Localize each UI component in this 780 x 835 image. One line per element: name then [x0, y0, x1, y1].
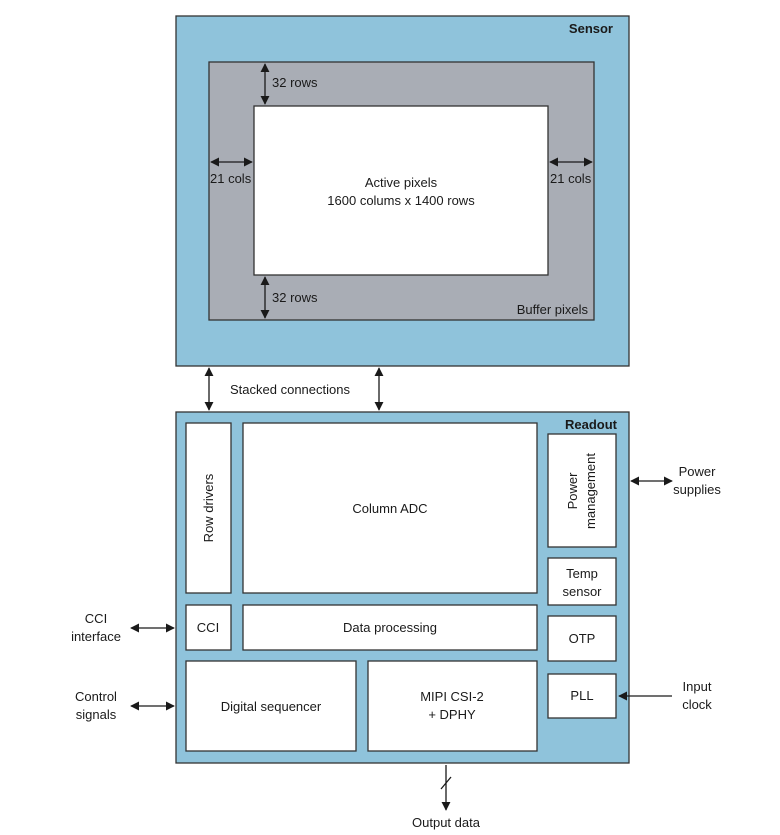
otp-block: OTP	[547, 615, 617, 662]
power-supplies-io: Power supplies	[630, 464, 721, 497]
stacked-connections: Stacked connections	[204, 367, 384, 411]
cci-block: CCI	[185, 604, 232, 651]
right-margin-label: 21 cols	[550, 171, 592, 186]
otp-label: OTP	[569, 631, 596, 646]
pll-label: PLL	[570, 688, 593, 703]
input-clock-label-line1: Input	[683, 679, 712, 694]
cci-label: CCI	[197, 620, 219, 635]
top-margin-label: 32 rows	[272, 75, 318, 90]
power-supplies-label-line1: Power	[679, 464, 717, 479]
buffer-pixels-label: Buffer pixels	[517, 302, 589, 317]
readout-die: Readout Row drivers Column ADC Power man…	[175, 411, 630, 764]
input-clock-label-line2: clock	[682, 697, 712, 712]
temp-sensor-label-line1: Temp	[566, 566, 598, 581]
input-clock-io: Input clock	[618, 679, 712, 712]
active-pixels-title: Active pixels	[365, 175, 438, 190]
active-pixels-region	[253, 105, 549, 276]
data-processing-label: Data processing	[343, 620, 437, 635]
row-drivers-block: Row drivers	[185, 422, 232, 594]
mipi-label-line1: MIPI CSI-2	[420, 689, 484, 704]
mipi-block: MIPI CSI-2 + DPHY	[367, 660, 538, 752]
temp-sensor-label-line2: sensor	[562, 584, 602, 599]
column-adc-label: Column ADC	[352, 501, 427, 516]
bottom-margin-label: 32 rows	[272, 290, 318, 305]
mipi-label-line2: + DPHY	[428, 707, 476, 722]
digital-sequencer-block: Digital sequencer	[185, 660, 357, 752]
control-signals-label-line2: signals	[76, 707, 117, 722]
power-management-label-line1: Power	[565, 472, 580, 510]
digital-sequencer-label: Digital sequencer	[221, 699, 322, 714]
output-data-io: Output data	[412, 765, 481, 830]
temp-sensor-block: Temp sensor	[547, 557, 617, 606]
power-management-block: Power management	[547, 433, 617, 548]
row-drivers-label: Row drivers	[201, 473, 216, 542]
cci-interface-label-line1: CCI	[85, 611, 107, 626]
data-processing-block: Data processing	[242, 604, 538, 651]
readout-title: Readout	[565, 417, 618, 432]
column-adc-block: Column ADC	[242, 422, 538, 594]
power-supplies-label-line2: supplies	[673, 482, 721, 497]
cci-interface-label-line2: interface	[71, 629, 121, 644]
cci-interface-io: CCI interface	[71, 611, 175, 644]
left-margin-label: 21 cols	[210, 171, 252, 186]
output-data-label: Output data	[412, 815, 481, 830]
control-signals-label-line1: Control	[75, 689, 117, 704]
stacked-connections-label: Stacked connections	[230, 382, 350, 397]
sensor-die: Sensor Buffer pixels Active pixels 1600 …	[175, 15, 630, 367]
pll-block: PLL	[547, 673, 617, 719]
control-signals-io: Control signals	[75, 689, 175, 722]
active-pixels-size: 1600 colums x 1400 rows	[327, 193, 475, 208]
sensor-title: Sensor	[569, 21, 613, 36]
power-management-label-line2: management	[583, 453, 598, 529]
output-bus-slash	[440, 776, 452, 790]
